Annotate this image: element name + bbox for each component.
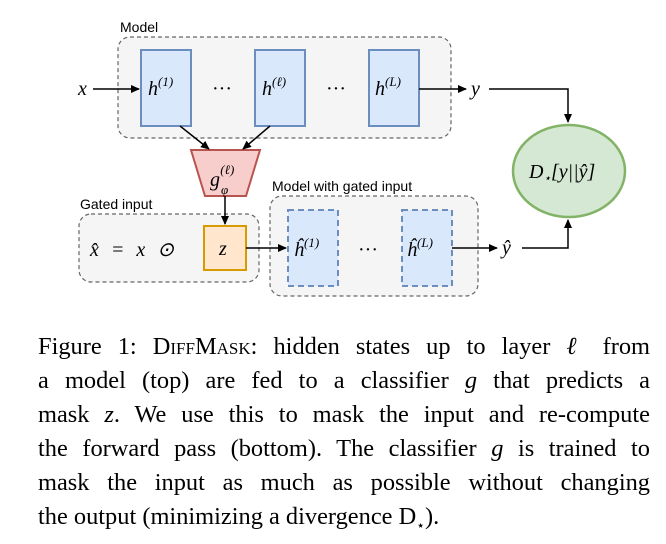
caption-line: a model (top) are fed to a classifier g … xyxy=(38,364,650,398)
caption-segment: Figure 1: xyxy=(38,333,153,360)
caption-line: Figure 1: DiffMask: hidden states up to … xyxy=(38,330,650,364)
diffmask-diagram: Model h(1) ··· h(ℓ) ··· h(L) x y D⋆[y||ŷ… xyxy=(77,19,627,297)
ellipsis-bottom: ··· xyxy=(358,239,378,261)
caption-segment: ⋆ xyxy=(416,518,425,534)
divergence-node xyxy=(511,123,627,219)
classifier-node xyxy=(189,149,262,197)
caption-line: mask the input as much as possible witho… xyxy=(38,466,650,500)
gated-model-label: Model with gated input xyxy=(272,178,412,194)
caption-segment: a model (top) are fed to a classifier xyxy=(38,367,465,394)
output-yhat: ŷ xyxy=(500,237,511,259)
caption-segment: that predicts a xyxy=(477,367,651,394)
layer-box-first xyxy=(140,49,192,127)
gated-input-label: Gated input xyxy=(80,196,152,212)
mask-label: z xyxy=(218,238,227,260)
input-x: x xyxy=(77,78,87,100)
caption-segment: DiffMask xyxy=(152,333,251,360)
caption-segment: . We use this to mask the input and re-c… xyxy=(113,401,650,428)
ellipsis-top-2: ··· xyxy=(326,78,346,100)
gated-layer-box-first xyxy=(287,209,339,287)
layer-box-mid xyxy=(254,49,306,127)
model-label: Model xyxy=(120,19,158,35)
caption-segment: g xyxy=(491,435,504,462)
caption-segment: : hidden states up to layer xyxy=(250,333,567,360)
arrow-y-to-divergence xyxy=(489,88,572,123)
caption-segment: ). xyxy=(424,503,440,530)
caption-line: the output (minimizing a divergence D⋆). xyxy=(38,500,650,544)
caption-segment: ℓ xyxy=(566,333,587,360)
ellipsis-top-1: ··· xyxy=(212,78,232,100)
divergence-label: D⋆[y||ŷ] xyxy=(528,161,595,185)
mask-node xyxy=(203,225,247,271)
arrow-hl-to-classifier xyxy=(242,125,271,150)
caption-segment: g xyxy=(464,367,478,394)
output-y: y xyxy=(469,78,480,100)
caption-segment: mask xyxy=(38,401,105,428)
arrow-h1-to-classifier xyxy=(179,125,210,150)
caption-segment: the output (minimizing a divergence D xyxy=(38,503,417,530)
caption-segment: from xyxy=(586,333,651,360)
caption-line: the forward pass (bottom). The classifie… xyxy=(38,432,650,466)
arrow-yhat-to-divergence xyxy=(522,219,572,249)
caption-segment: the forward pass (bottom). The classifie… xyxy=(38,435,492,462)
caption-segment: mask the input as much as possible witho… xyxy=(38,469,650,496)
layer-box-last xyxy=(368,49,420,127)
caption-segment: is trained to xyxy=(503,435,650,462)
gated-layer-box-last xyxy=(401,209,453,287)
caption-line: mask z. We use this to mask the input an… xyxy=(38,398,650,432)
caption-segment: z xyxy=(104,401,114,428)
figure-caption: Figure 1: DiffMask: hidden states up to … xyxy=(38,330,650,544)
